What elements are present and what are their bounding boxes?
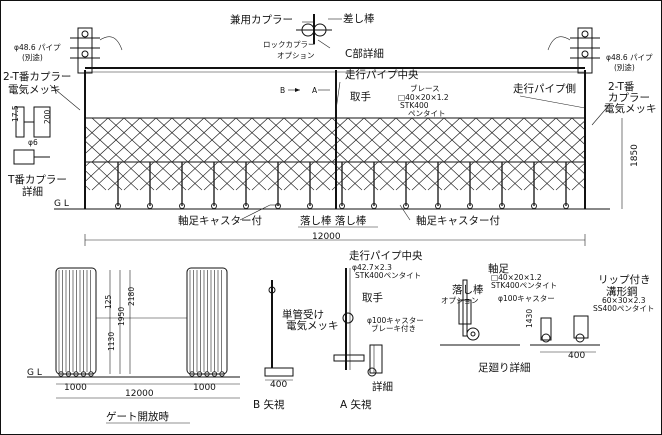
a-mark: A [312, 86, 318, 95]
c-detail [296, 14, 342, 49]
left-pipe-label: φ48.6 パイプ [14, 43, 61, 52]
gate-posts [115, 162, 569, 209]
dim-2180: 2180 [127, 287, 136, 306]
open-caption: ゲート開放時 [106, 410, 169, 423]
channel-material: SS400ペンタイト [593, 304, 654, 313]
foot-caption: 足廻り詳細 [478, 361, 531, 374]
brace-paint: ペンタイト [408, 109, 446, 118]
drop-pin-label: 落し棒 落し棒 [300, 214, 367, 227]
pin-label: 差し棒 [343, 12, 375, 25]
lock-coupler-label: ロックカプラー [263, 40, 316, 49]
foot-dim-400: 400 [568, 351, 585, 361]
side-pipe-material: STK400ペンタイト [355, 271, 421, 280]
side-pipe-spec: φ42.7×2.3 [352, 263, 392, 272]
side-handle-label: 取手 [362, 291, 383, 304]
dim-1950: 1950 [117, 307, 126, 326]
left-coupler-cluster [70, 27, 125, 74]
open-width-2: 1000 [193, 383, 216, 393]
rail-center-label: 走行パイプ中央 [345, 68, 419, 81]
coupler-label: 兼用カプラー [230, 13, 293, 26]
open-stack-right [186, 267, 228, 377]
side-brake-label: ブレーキ付き [371, 323, 416, 333]
view-b-label: B 矢視 [253, 398, 285, 411]
dim-200: 200 [43, 109, 52, 124]
channel-label: 溝形鋼 [606, 285, 638, 298]
foot-caster-label: φ100キャスター [498, 294, 555, 303]
axis-label: 軸足 [488, 262, 509, 275]
handle-label: 取手 [350, 90, 371, 103]
lip-label: リップ付き [598, 273, 651, 286]
gl-label-top: G L [54, 199, 69, 209]
left-coupler-2t-label: 2-T番カプラー [3, 71, 71, 83]
right-coupler-2t-label: 2-T番 [608, 81, 635, 93]
foot-dim-1430: 1430 [525, 309, 534, 328]
side-view-a [333, 268, 383, 377]
t-coupler-detail [13, 106, 51, 165]
view-a-label: A 矢視 [340, 398, 372, 411]
gl-label-bottom: G L [27, 368, 42, 378]
right-separate-label: (別途) [614, 62, 635, 72]
right-rail-side-label: 走行パイプ側 [513, 82, 576, 95]
t-coupler-label: T番カプラー [7, 174, 67, 186]
dim-125: 125 [104, 294, 113, 309]
side-view-b [264, 280, 294, 377]
dim-1130: 1130 [107, 332, 116, 351]
open-stack-left [55, 267, 97, 377]
caster-left-label: 軸足キャスター付 [178, 214, 262, 227]
c-detail-label: C部詳細 [345, 47, 384, 60]
t-coupler-detail-label: 詳細 [22, 185, 43, 198]
tube-receiver-label: 単管受け [282, 308, 324, 321]
left-separate-label: (別途) [22, 52, 43, 62]
channel-spec: 60×30×2.3 [602, 296, 646, 305]
axis-spec: □40×20×1.2 [491, 273, 542, 282]
foot-option-label: オプション [441, 296, 479, 305]
foot-detail [440, 279, 600, 346]
axis-material: STK400ペンタイト [491, 281, 557, 290]
left-plating-label: 電気メッキ [8, 83, 61, 96]
right-coupler-label: カプラー [608, 92, 650, 104]
brace-material: STK400 [400, 101, 429, 110]
brace-spec: □40×20×1.2 [398, 93, 449, 102]
b-mark: B [280, 86, 285, 95]
option-label: オプション [277, 51, 315, 60]
side-rail-center: 走行パイプ中央 [349, 249, 423, 262]
right-coupler-cluster [545, 27, 600, 74]
side-plating-label: 電気メッキ [286, 319, 339, 332]
dim-6: φ6 [28, 138, 38, 147]
foot-drop-pin-label: 落し棒 [452, 283, 484, 296]
brace-label: ブレース [410, 83, 440, 93]
gate-lattice [84, 117, 586, 191]
right-plating-label: 電気メッキ [604, 102, 657, 115]
side-caster-label: φ100キャスター [367, 316, 424, 325]
right-pipe-label: φ48.6 パイプ [606, 53, 653, 62]
side-detail-label: 詳細 [372, 380, 393, 393]
height-dim: 1850 [630, 144, 640, 167]
caster-right-label: 軸足キャスター付 [416, 214, 500, 227]
side-dim-400: 400 [270, 380, 287, 390]
open-total-width: 12000 [125, 389, 154, 399]
open-width-1: 1000 [64, 383, 87, 393]
width-dim: 12000 [312, 232, 341, 242]
